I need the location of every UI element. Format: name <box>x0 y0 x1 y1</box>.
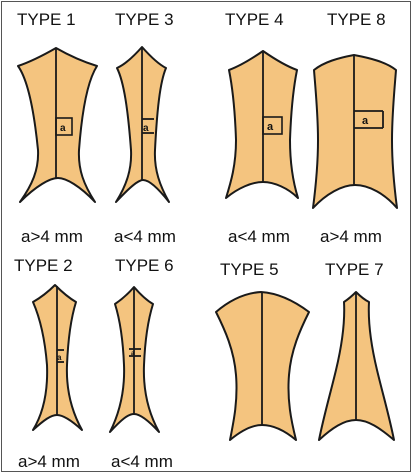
type-6-shape: a <box>110 287 159 432</box>
type-2-marker: a <box>57 353 62 362</box>
type-3-shape: a <box>116 47 169 202</box>
type-2-shape: a <box>33 285 82 430</box>
type-5-shape <box>216 292 309 440</box>
type-1-marker: a <box>60 123 66 134</box>
type-8-marker: a <box>362 115 369 127</box>
type-4-marker: a <box>267 121 274 133</box>
type-1-shape: a <box>18 48 97 202</box>
type-3-marker: a <box>143 123 149 134</box>
type-8-shape: a <box>313 55 397 208</box>
type-4-shape: a <box>226 51 298 198</box>
type-7-shape <box>319 292 394 440</box>
